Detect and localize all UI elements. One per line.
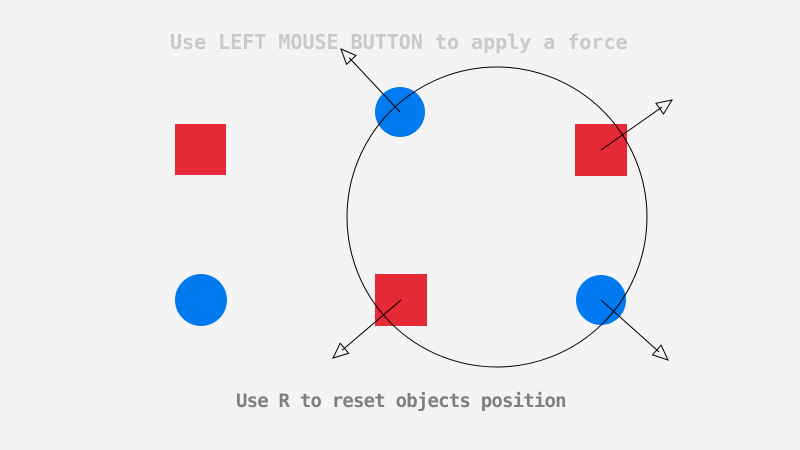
force-arrow-red-box-top-right xyxy=(600,99,674,151)
force-arrow-shaft xyxy=(341,299,402,351)
force-arrow-head xyxy=(332,342,350,359)
force-arrow-red-box-bottom-center xyxy=(332,299,402,359)
force-arrow-head xyxy=(651,344,669,361)
instruction-top-text: Use LEFT MOUSE BUTTON to apply a force xyxy=(170,30,628,54)
blue-ball-bottom-left[interactable] xyxy=(175,274,227,326)
force-arrow-shaft xyxy=(348,57,401,113)
force-arrow-blue-ball-top xyxy=(340,48,401,113)
force-arrow-shaft xyxy=(600,299,660,353)
boundary-circle-outline xyxy=(346,66,648,368)
force-arrow-blue-ball-bottom-right xyxy=(600,299,669,361)
red-box-top-left[interactable] xyxy=(175,124,226,175)
force-arrow-head xyxy=(655,99,674,115)
instruction-bottom-text: Use R to reset objects position xyxy=(236,390,567,412)
force-arrow-head xyxy=(340,48,357,66)
force-arrow-shaft xyxy=(600,106,663,151)
